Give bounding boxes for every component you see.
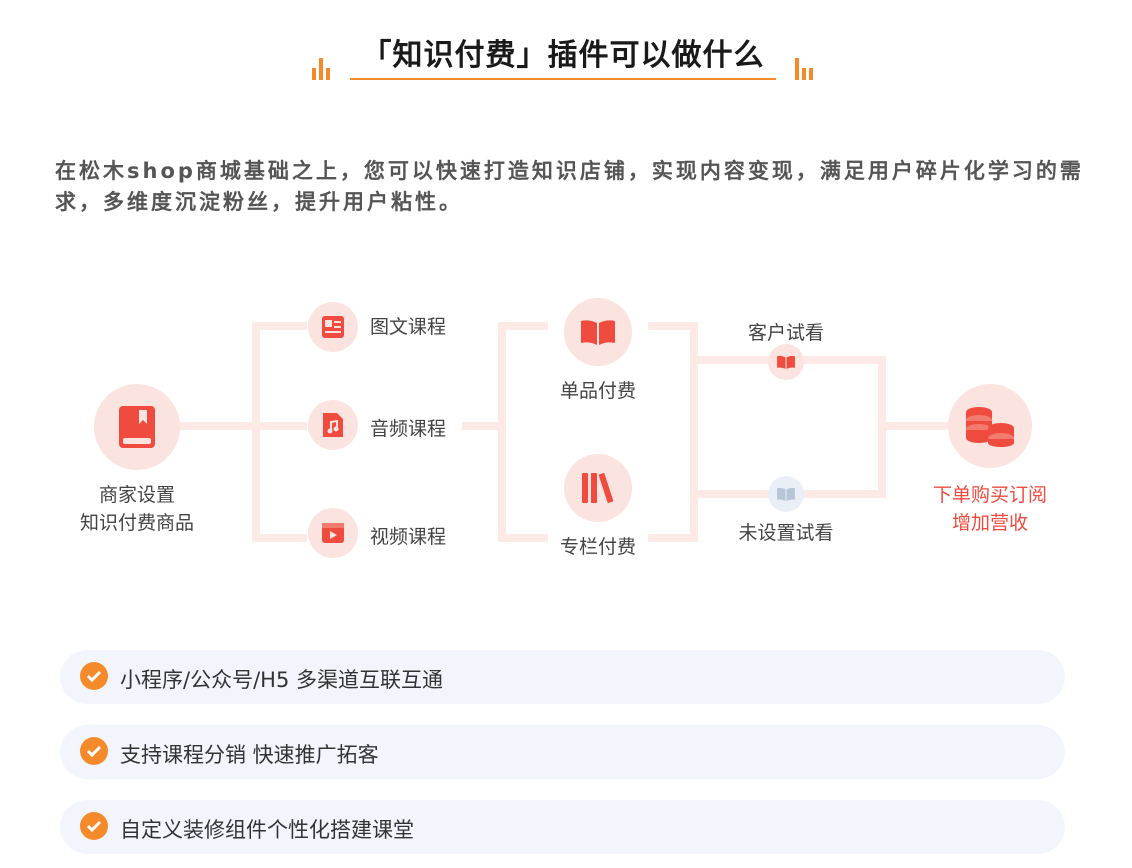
audio-file-icon	[323, 413, 343, 437]
course-type-label: 图文课程	[370, 316, 447, 338]
connector	[498, 534, 548, 542]
trial-node	[768, 344, 804, 380]
audio-node	[308, 400, 358, 450]
decor-bars-left-icon	[312, 56, 330, 80]
decor-bars-right-icon	[795, 56, 813, 80]
video-node	[308, 508, 358, 558]
connector	[176, 422, 256, 430]
feature-text: 小程序/公众号/H5 多渠道互联互通	[120, 668, 443, 692]
check-icon	[80, 812, 108, 840]
result-label-line2: 增加营收	[951, 512, 1028, 534]
column-pay-node	[564, 454, 632, 522]
course-type-label: 音频课程	[370, 418, 447, 440]
payment-type-label: 单品付费	[559, 380, 636, 402]
feature-text: 自定义装修组件个性化搭建课堂	[120, 818, 414, 842]
title-underline	[350, 78, 776, 80]
connector	[252, 422, 307, 430]
book-icon	[119, 406, 155, 448]
connector	[498, 322, 506, 542]
payment-type-label: 专栏付费	[559, 536, 636, 558]
books-column-icon	[582, 473, 614, 503]
course-type-label: 视频课程	[370, 526, 447, 548]
coins-stack-icon	[966, 407, 1014, 447]
no-trial-label: 未设置试看	[738, 522, 834, 544]
video-icon	[322, 523, 344, 543]
open-book-small-icon	[777, 355, 795, 369]
merchant-label-line1: 商家设置	[98, 484, 175, 506]
feature-item: 自定义装修组件个性化搭建课堂	[60, 800, 1065, 854]
connector	[252, 322, 307, 330]
check-icon	[80, 662, 108, 690]
connector	[690, 322, 698, 542]
connector	[252, 322, 260, 542]
connector	[462, 422, 502, 430]
flow-diagram: 商家设置 知识付费商品 图文课程 音频课程 视频课程	[0, 290, 1132, 580]
section-header: 「知识付费」插件可以做什么	[0, 28, 1132, 88]
connector	[878, 422, 948, 430]
merchant-node	[94, 384, 180, 470]
connector	[648, 534, 696, 542]
result-node	[948, 384, 1032, 468]
result-label-line1: 下单购买订阅	[932, 484, 1047, 506]
intro-paragraph: 在松木shop商城基础之上，您可以快速打造知识店铺，实现内容变现，满足用户碎片化…	[55, 159, 1084, 214]
open-book-grey-icon	[777, 487, 795, 501]
connector	[498, 322, 548, 330]
trial-label: 客户试看	[747, 322, 824, 344]
feature-item: 支持课程分销 快速推广拓客	[60, 725, 1065, 779]
no-trial-node	[768, 476, 804, 512]
connector	[252, 534, 307, 542]
open-book-icon	[581, 320, 615, 345]
connector	[648, 322, 696, 330]
merchant-label-line2: 知识付费商品	[79, 512, 194, 534]
feature-text: 支持课程分销 快速推广拓客	[120, 743, 379, 767]
feature-item: 小程序/公众号/H5 多渠道互联互通	[60, 650, 1065, 704]
check-icon	[80, 737, 108, 765]
page-title: 「知识付费」插件可以做什么	[361, 38, 765, 73]
single-pay-node	[564, 298, 632, 366]
image-text-icon	[322, 316, 344, 338]
image-text-node	[308, 302, 358, 352]
